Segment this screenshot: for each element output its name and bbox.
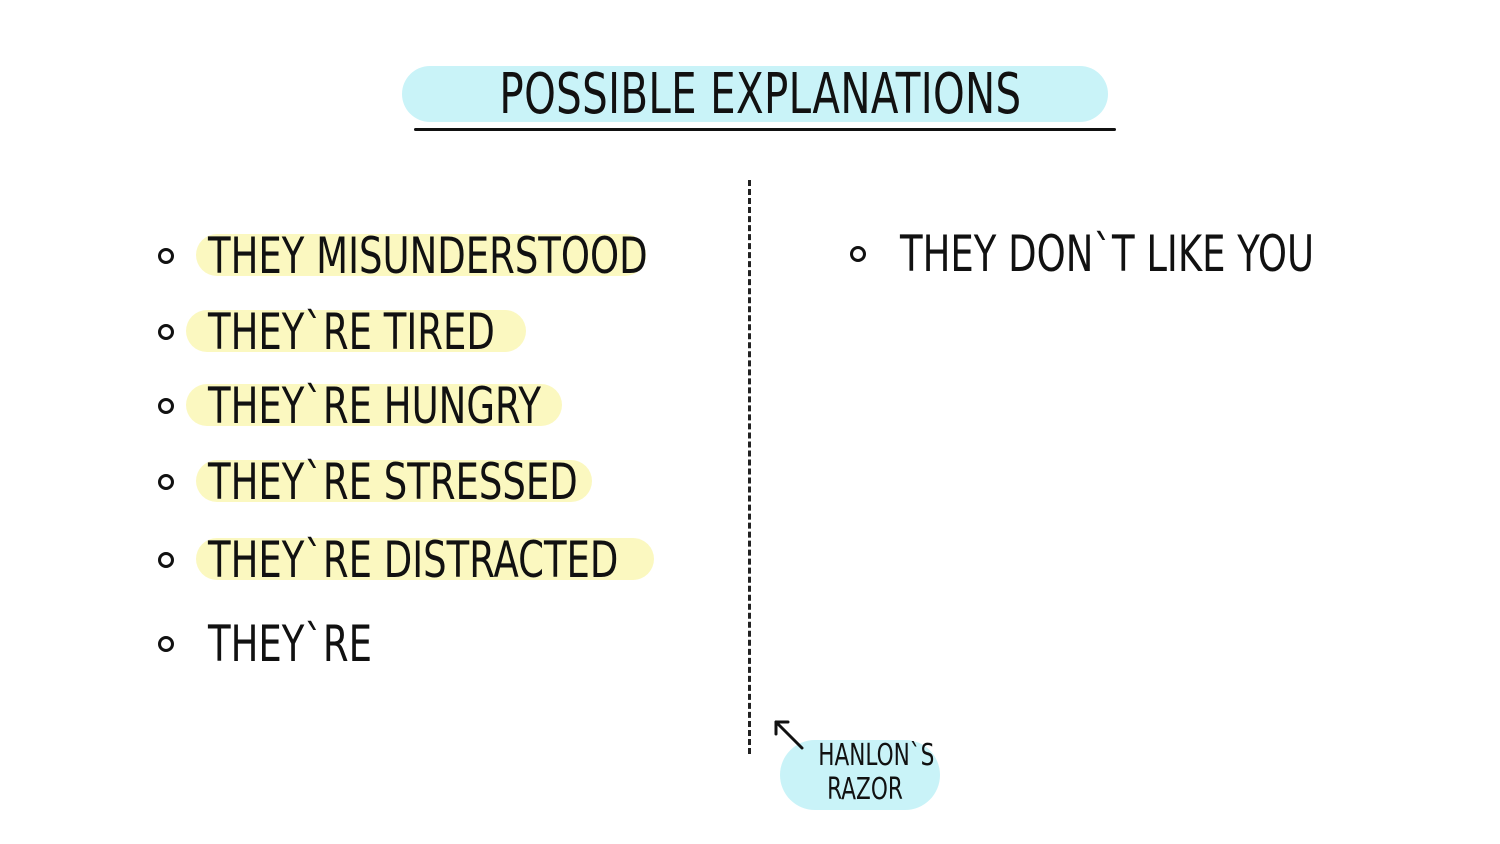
right-explanations-list: THEY DON`T LIKE YOU <box>850 228 1370 288</box>
list-item-label: THEY`RE DISTRACTED <box>208 531 619 589</box>
list-item: THEY`RE HUNGRY <box>158 380 678 432</box>
title-underline <box>414 128 1116 131</box>
arrow-up-left-icon <box>774 720 804 750</box>
title-block: POSSIBLE EXPLANATIONS <box>400 62 1116 132</box>
list-item-label: THEY MISUNDERSTOOD <box>208 227 648 285</box>
item-highlight <box>186 310 526 352</box>
item-highlight <box>196 460 592 502</box>
list-item-label: THEY DON`T LIKE YOU <box>900 225 1315 283</box>
bullet-icon <box>158 398 174 414</box>
list-item-label: THEY`RE TIRED <box>208 303 495 361</box>
list-item: THEY MISUNDERSTOOD <box>158 230 678 282</box>
title-highlight <box>402 66 1108 122</box>
bullet-icon <box>850 246 866 262</box>
left-explanations-list: THEY MISUNDERSTOOD THEY`RE TIRED THEY`RE… <box>158 230 718 690</box>
list-item: THEY`RE <box>158 618 678 670</box>
bullet-icon <box>158 248 174 264</box>
annotation-line-1: HANLON`S <box>818 738 935 773</box>
annotation-highlight <box>780 740 940 810</box>
bullet-icon <box>158 552 174 568</box>
item-highlight <box>196 538 654 580</box>
list-item: THEY DON`T LIKE YOU <box>850 228 1350 280</box>
list-item: THEY`RE TIRED <box>158 306 678 358</box>
list-item: THEY`RE DISTRACTED <box>158 534 678 586</box>
bullet-icon <box>158 324 174 340</box>
bullet-icon <box>158 636 174 652</box>
item-highlight <box>196 234 646 276</box>
annotation-line-2: RAZOR <box>827 772 903 807</box>
item-highlight <box>186 384 562 426</box>
bullet-icon <box>158 474 174 490</box>
column-divider <box>748 180 751 754</box>
page-title: POSSIBLE EXPLANATIONS <box>499 62 1022 127</box>
list-item: THEY`RE STRESSED <box>158 456 678 508</box>
list-item-label: THEY`RE STRESSED <box>208 453 578 511</box>
list-item-label: THEY`RE <box>208 615 372 673</box>
list-item-label: THEY`RE HUNGRY <box>208 377 541 435</box>
